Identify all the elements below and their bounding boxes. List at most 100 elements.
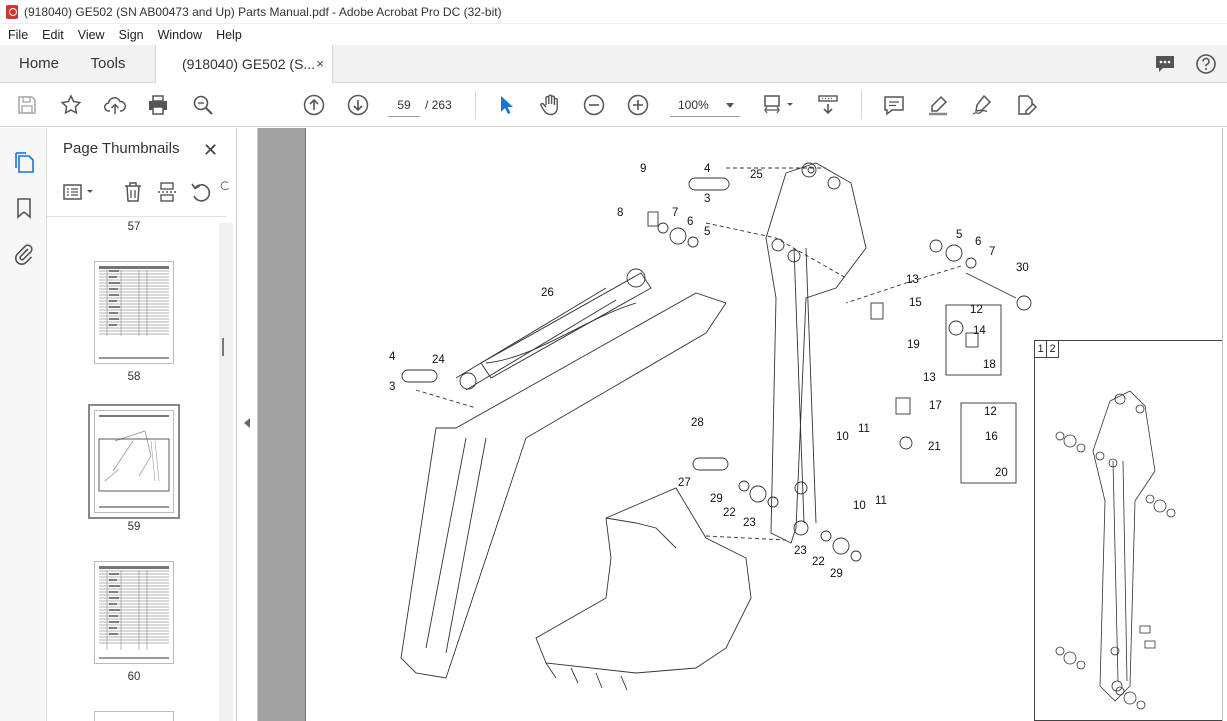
callout-14: 14 (973, 325, 986, 337)
parts-list-thumbnail (99, 266, 169, 359)
callout-5: 5 (704, 226, 710, 238)
comment-icon[interactable] (882, 93, 906, 117)
zoom-level-select[interactable]: 100% (670, 93, 740, 117)
page-thumbnails-panel: Page Thumbnails ✕ 57 58 (47, 128, 237, 721)
pdf-page: 9 4 25 8 7 6 5 3 26 5 6 7 30 13 15 12 14… (305, 128, 1227, 721)
highlight-pen-icon[interactable] (926, 93, 950, 117)
previous-page-icon[interactable] (302, 93, 326, 117)
callout-11: 11 (875, 495, 887, 507)
toolbar-divider (475, 91, 476, 119)
tab-document[interactable]: (918040) GE502 (S... × (155, 45, 333, 83)
draw-sign-icon[interactable] (970, 93, 994, 117)
page-thumbnail-60[interactable] (94, 561, 174, 664)
scroll-mode-icon[interactable] (816, 93, 840, 117)
extract-pages-icon[interactable] (155, 180, 179, 204)
page-number-input[interactable]: 59 (388, 93, 420, 117)
thumbnail-label: 57 (127, 221, 141, 233)
callout-28: 28 (691, 417, 704, 429)
callout-29: 29 (710, 493, 723, 505)
thumbnail-label: 59 (127, 521, 141, 533)
document-viewport: 9 4 25 8 7 6 5 3 26 5 6 7 30 13 15 12 14… (258, 128, 1227, 721)
main-toolbar: 59 / 263 100% (0, 83, 1227, 127)
zoom-out-icon[interactable] (582, 93, 606, 117)
scrollbar-thumb[interactable] (222, 338, 224, 356)
edit-pdf-icon[interactable] (1014, 93, 1038, 117)
navigation-rail (0, 128, 47, 721)
toolbar-divider (861, 91, 862, 119)
callout-15: 15 (909, 297, 922, 309)
tab-document-label: (918040) GE502 (S... (182, 56, 316, 72)
rotate-page-icon[interactable] (189, 180, 213, 204)
panel-divider (47, 216, 227, 217)
menu-sign[interactable]: Sign (118, 27, 144, 42)
callout-24: 24 (432, 354, 445, 366)
panel-title: Page Thumbnails (63, 140, 180, 157)
title-bar: (918040) GE502 (SN AB00473 and Up) Parts… (0, 0, 1227, 24)
callout-12: 12 (970, 304, 983, 316)
callout-11: 11 (858, 423, 870, 435)
collapse-panel-handle[interactable] (237, 128, 258, 721)
thumbnail-label: 60 (127, 671, 141, 683)
thumbnail-options-icon[interactable] (61, 180, 97, 204)
callout-5: 5 (956, 229, 962, 241)
page-thumbnail-59[interactable] (88, 404, 180, 519)
chevron-down-icon (726, 103, 734, 108)
menu-view[interactable]: View (77, 27, 105, 42)
more-tools-icon[interactable] (219, 180, 231, 204)
callout-21: 21 (928, 441, 941, 453)
parts-diagram-thumbnail (98, 415, 170, 508)
close-panel-icon[interactable]: ✕ (203, 140, 219, 160)
thumbnail-scrollbar[interactable] (219, 223, 233, 721)
tab-bar: Home Tools (918040) GE502 (S... × (0, 45, 1227, 83)
callout-9: 9 (640, 163, 646, 175)
menu-bar: File Edit View Sign Window Help (0, 24, 1227, 45)
callout-6: 6 (975, 236, 981, 248)
callout-13: 13 (923, 372, 936, 384)
select-cursor-icon[interactable] (494, 93, 518, 117)
callout-13: 13 (906, 274, 919, 286)
menu-file[interactable]: File (8, 27, 29, 42)
save-icon[interactable] (15, 93, 39, 117)
menu-window[interactable]: Window (157, 27, 203, 42)
zoom-search-icon[interactable] (191, 93, 215, 117)
excavator-arm-parts-diagram: 9 4 25 8 7 6 5 3 26 5 6 7 30 13 15 12 14… (389, 162, 1032, 691)
page-total: / 263 (425, 98, 452, 112)
callout-22: 22 (812, 556, 825, 568)
menu-help[interactable]: Help (216, 27, 242, 42)
callout-20: 20 (995, 467, 1008, 479)
page-thumbnails-icon[interactable] (12, 150, 36, 174)
attachments-paperclip-icon[interactable] (12, 242, 36, 266)
hand-tool-icon[interactable] (538, 93, 562, 117)
callout-7: 7 (989, 246, 995, 258)
callout-17: 17 (929, 400, 942, 412)
thumbnail-toolbar (57, 180, 232, 204)
acrobat-icon (6, 4, 18, 19)
collapse-arrow-icon (244, 418, 250, 428)
help-icon[interactable] (1195, 53, 1217, 75)
callout-4: 4 (389, 351, 396, 363)
tab-tools[interactable]: Tools (90, 55, 126, 72)
close-tab-icon[interactable]: × (316, 56, 324, 71)
page-thumbnail-61[interactable] (94, 711, 174, 721)
menu-edit[interactable]: Edit (42, 27, 64, 42)
page-fit-icon[interactable] (762, 93, 796, 117)
callout-4: 4 (704, 163, 711, 175)
parts-list-thumbnail (99, 566, 169, 659)
print-icon[interactable] (146, 93, 170, 117)
callout-12: 12 (984, 406, 997, 418)
upload-cloud-icon[interactable] (103, 93, 127, 117)
callout-3: 3 (704, 193, 710, 205)
star-bookmark-icon[interactable] (59, 93, 83, 117)
comment-bubble-icon[interactable] (1154, 53, 1176, 75)
callout-25: 25 (750, 169, 763, 181)
next-page-icon[interactable] (346, 93, 370, 117)
page-thumbnail-58[interactable] (94, 261, 174, 364)
tab-home[interactable]: Home (18, 55, 59, 72)
zoom-in-icon[interactable] (626, 93, 650, 117)
window-title: (918040) GE502 (SN AB00473 and Up) Parts… (24, 4, 502, 19)
delete-page-icon[interactable] (121, 180, 145, 204)
thumbnail-label: 58 (127, 371, 141, 383)
callout-6: 6 (687, 216, 693, 228)
inset-tab-1: 1 (1035, 341, 1047, 358)
bookmarks-icon[interactable] (12, 196, 36, 220)
